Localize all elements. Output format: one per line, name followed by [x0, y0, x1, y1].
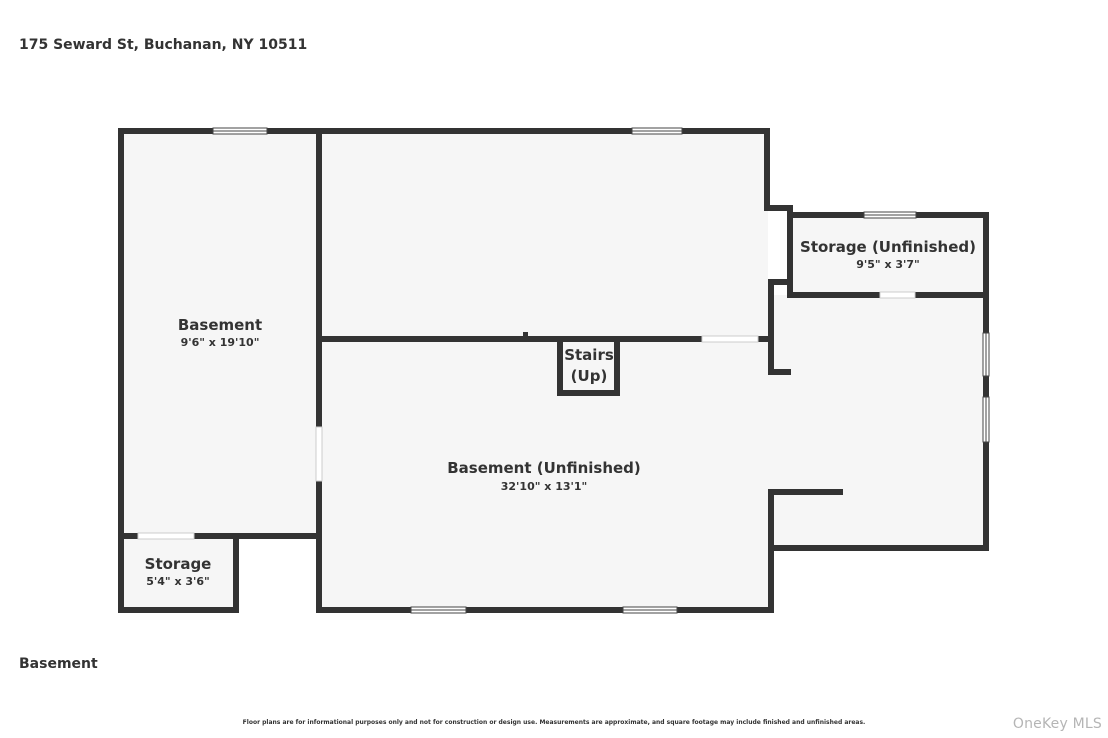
wall-top-block: [316, 128, 793, 298]
floor-basement-top: [319, 131, 768, 339]
room-basement-name: Basement: [178, 316, 262, 334]
watermark: OneKey MLS: [1012, 716, 1102, 732]
floor-storage: [121, 536, 236, 610]
room-basement-unfinished-name: Basement (Unfinished): [447, 459, 641, 477]
room-storage-dimensions: 5'4" x 3'6": [146, 575, 210, 588]
openings: [137, 291, 916, 540]
listing-address: 175 Seward St, Buchanan, NY 10511: [19, 37, 308, 53]
room-storage-name: Storage: [145, 555, 212, 573]
wall-lower-right: [768, 489, 843, 551]
opening: [879, 291, 916, 299]
stairs-label-line2: (Up): [571, 367, 608, 385]
floor-basement-unfinished: [319, 339, 771, 610]
room-storage-unfinished-dimensions: 9'5" x 3'7": [856, 258, 920, 271]
room-basement-unfinished-dimensions: 32'10" x 13'1": [501, 480, 588, 493]
floor-basement-left: [121, 131, 319, 536]
room-basement-dimensions: 9'6" x 19'10": [181, 336, 260, 349]
floor-name: Basement: [19, 656, 98, 672]
wall-stub-right: [768, 279, 791, 375]
window-mullions: [213, 130, 987, 611]
room-storage-unfinished-name: Storage (Unfinished): [800, 238, 976, 256]
opening: [137, 532, 195, 540]
floor-storage-unfinished: [790, 215, 986, 295]
stairs-outline: [557, 336, 620, 396]
stairs-label-line1: Stairs: [564, 346, 614, 364]
opening: [701, 335, 759, 343]
disclaimer: Floor plans are for informational purpos…: [242, 719, 866, 726]
wall-storage-outer: [118, 128, 239, 613]
floor-basement-right: [771, 295, 986, 548]
opening: [315, 426, 323, 482]
wall-post: [523, 332, 528, 337]
wall-bottom: [316, 545, 774, 613]
floor-fills: [121, 131, 986, 610]
